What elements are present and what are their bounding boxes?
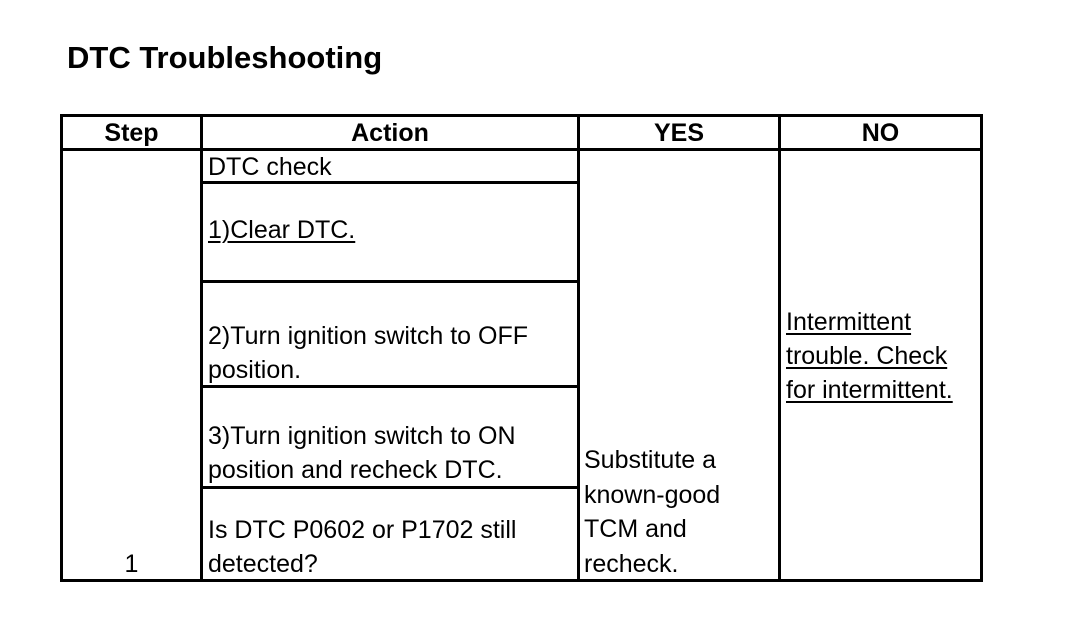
table-top-border: [60, 114, 983, 117]
page-title: DTC Troubleshooting: [67, 40, 383, 75]
action-question-line1: Is DTC P0602 or P1702 still: [208, 516, 517, 544]
action-step-ignition-on-line1: 3)Turn ignition switch to ON: [208, 422, 516, 450]
no-text-line2: trouble. Check: [786, 342, 948, 370]
action-question-line2: detected?: [208, 550, 318, 578]
header-bottom-border: [60, 148, 983, 151]
action-yes-divider: [577, 114, 580, 582]
yes-text-line1: Substitute a: [584, 446, 717, 474]
action-subrow-divider: [203, 280, 577, 283]
action-subrow-divider: [203, 486, 577, 489]
yes-text-line2: known-good: [584, 481, 721, 509]
action-step-ignition-on-line2: position and recheck DTC.: [208, 456, 503, 484]
step-action-divider: [200, 114, 203, 582]
header-yes: YES: [653, 119, 705, 147]
action-step-ignition-off-line2: position.: [208, 356, 302, 384]
action-step-ignition-off-line1: 2)Turn ignition switch to OFF: [208, 322, 529, 350]
table-left-border: [60, 114, 63, 582]
header-no: NO: [861, 119, 900, 147]
action-subrow-divider: [203, 385, 577, 388]
step-number: 1: [124, 550, 139, 578]
no-text-line1: Intermittent: [786, 308, 912, 336]
action-subrow-divider: [203, 181, 577, 184]
yes-text-line4: recheck.: [584, 550, 679, 578]
header-action: Action: [351, 119, 429, 147]
header-step: Step: [104, 119, 159, 147]
no-text-line3: for intermittent.: [786, 376, 953, 404]
table-right-border: [980, 114, 983, 582]
action-step-clear-dtc: 1)Clear DTC.: [208, 216, 356, 244]
yes-text-line3: TCM and: [584, 515, 687, 543]
yes-no-divider: [778, 114, 781, 582]
table-bottom-border: [60, 579, 983, 582]
action-heading: DTC check: [208, 153, 332, 181]
